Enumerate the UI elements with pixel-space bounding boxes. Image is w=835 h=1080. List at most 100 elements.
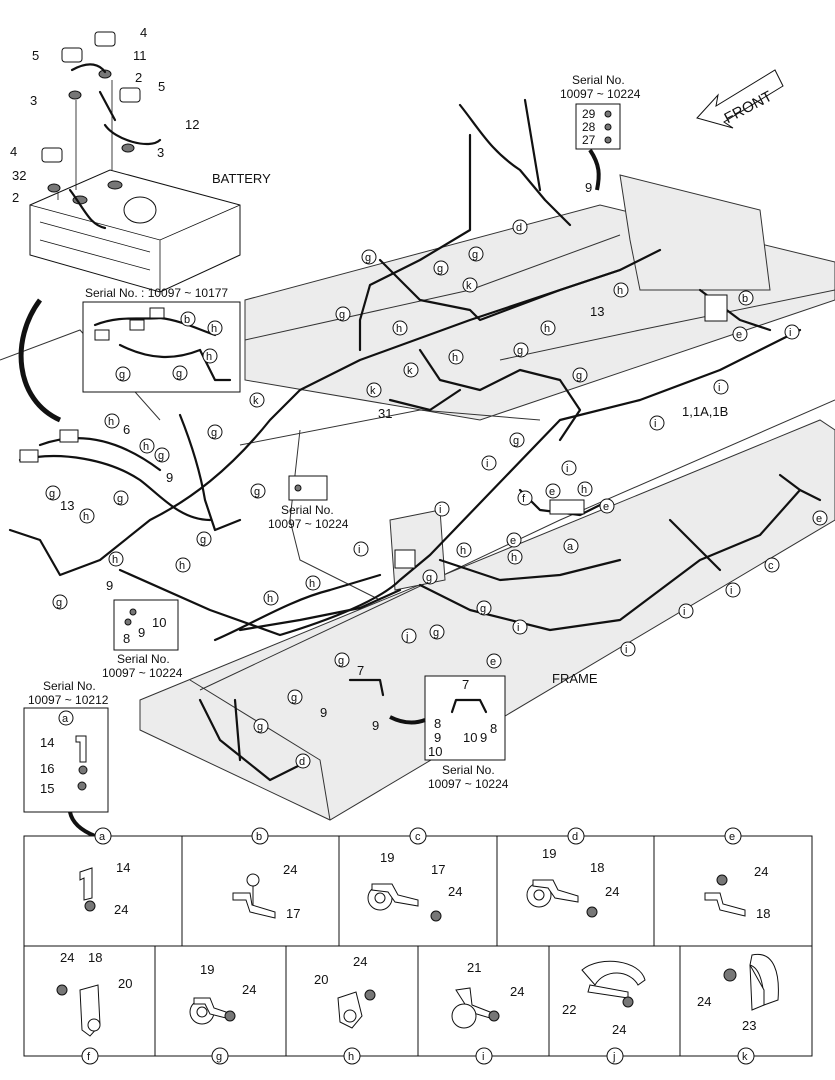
bubble-g20: g (113, 490, 129, 506)
callout-3b: 3 (157, 145, 164, 160)
svg-text:g: g (119, 369, 125, 381)
bubble-b2: b (180, 311, 196, 327)
svg-text:Serial No.: Serial No. (442, 763, 495, 777)
panel-letter-i: i (475, 1047, 493, 1065)
bubble-a1: a (563, 538, 579, 554)
svg-text:g: g (338, 655, 344, 667)
svg-text:i: i (358, 544, 360, 556)
bubble-i3: i (649, 415, 665, 431)
svg-text:28: 28 (582, 120, 596, 134)
svg-text:j: j (612, 1051, 615, 1063)
svg-text:e: e (736, 329, 742, 341)
bubble-g10: g (429, 624, 445, 640)
svg-text:h: h (617, 285, 623, 297)
svg-text:b: b (742, 293, 748, 305)
bubble-h5: h (577, 481, 593, 497)
svg-text:h: h (112, 554, 118, 566)
svg-text:8: 8 (434, 716, 441, 731)
svg-text:h: h (108, 416, 114, 428)
svg-text:8: 8 (490, 721, 497, 736)
panel-letter-g: g (211, 1047, 229, 1065)
svg-text:k: k (253, 395, 259, 407)
callout-13b: 13 (590, 304, 604, 319)
panel-letter-f: f (81, 1047, 99, 1065)
bubble-g21: g (115, 366, 131, 382)
svg-text:e: e (603, 501, 609, 513)
svg-text:k: k (466, 280, 472, 292)
detail-i: 21 24 (451, 960, 524, 1029)
svg-text:24: 24 (612, 1022, 626, 1037)
svg-text:19: 19 (542, 846, 556, 861)
bubble-g15: g (250, 483, 266, 499)
svg-text:27: 27 (582, 133, 596, 147)
svg-text:j: j (405, 631, 408, 643)
svg-text:20: 20 (314, 972, 328, 987)
svg-text:h: h (544, 323, 550, 335)
serial-box-8-9-10-left: 8 9 10 Serial No. 10097 ~ 10224 (102, 599, 183, 680)
svg-text:Serial No.: Serial No. (117, 652, 170, 666)
bubble-e2: e (545, 483, 561, 499)
callout-3: 3 (30, 93, 37, 108)
svg-text:i: i (789, 327, 791, 339)
svg-text:g: g (472, 249, 478, 261)
battery-label: BATTERY (212, 171, 271, 186)
svg-text:f: f (87, 1051, 91, 1063)
bubble-i1: i (784, 324, 800, 340)
callout-12: 12 (185, 117, 199, 132)
panel-letter-k: k (737, 1047, 755, 1065)
panel-letter-e: e (724, 827, 742, 845)
callout-10e: 9 (372, 718, 379, 733)
svg-text:g: g (200, 534, 206, 546)
svg-text:g: g (433, 627, 439, 639)
clamp-bubbles: d g g g h k g h h h g k g k k b e i i i … (45, 219, 828, 769)
bubble-h4: h (448, 349, 464, 365)
bubble-g1: g (468, 246, 484, 262)
detail-k: 24 23 (697, 953, 779, 1033)
bubble-h16: h (202, 348, 218, 364)
panel-letter-j: j (606, 1047, 624, 1065)
part-callouts: 4 5 11 2 5 3 12 4 3 32 2 6 9 13 9 13 31 … (10, 25, 728, 733)
svg-text:h: h (511, 552, 517, 564)
serial-box-a: Serial No. 10097 ~ 10212 a 14 16 15 (23, 679, 109, 838)
bubble-i2: i (713, 379, 729, 395)
svg-text:h: h (83, 511, 89, 523)
bubble-h3: h (540, 320, 556, 336)
svg-text:8: 8 (123, 631, 130, 646)
svg-text:14: 14 (116, 860, 130, 875)
bubble-i11: i (620, 641, 636, 657)
callout-10d: 9 (320, 705, 327, 720)
callout-4b: 4 (10, 144, 17, 159)
svg-text:29: 29 (582, 107, 596, 121)
wiring-harness (8, 98, 822, 782)
callout-5b: 5 (158, 79, 165, 94)
front-arrow-icon: FRONT (696, 69, 784, 129)
bubble-k2: k (403, 362, 419, 378)
detail-c: 19 17 24 (367, 850, 462, 922)
svg-text:10: 10 (152, 615, 166, 630)
callout-13: 13 (60, 498, 74, 513)
svg-text:h: h (396, 323, 402, 335)
svg-text:h: h (309, 578, 315, 590)
callout-11: 11 (133, 48, 147, 63)
svg-text:10: 10 (428, 744, 442, 759)
bubble-e6: e (812, 510, 828, 526)
panel-letter-c: c (409, 827, 427, 845)
bubble-j1: j (401, 628, 417, 644)
svg-text:19: 19 (200, 962, 214, 977)
bubble-e4: e (506, 532, 522, 548)
svg-text:18: 18 (756, 906, 770, 921)
svg-text:h: h (211, 323, 217, 335)
svg-text:9: 9 (434, 730, 441, 745)
callout-31: 32 (12, 168, 26, 183)
bubble-e1: e (732, 326, 748, 342)
svg-text:9: 9 (138, 625, 145, 640)
svg-text:e: e (549, 486, 555, 498)
bubble-i7: i (353, 541, 369, 557)
bubble-h12: h (79, 508, 95, 524)
bubble-h6: h (507, 549, 523, 565)
bubble-g16: g (196, 531, 212, 547)
inset-serial-10097-10177: Serial No. : 10097 ~ 10177 (82, 286, 241, 393)
bubble-c1: c (764, 557, 780, 573)
svg-text:g: g (158, 450, 164, 462)
